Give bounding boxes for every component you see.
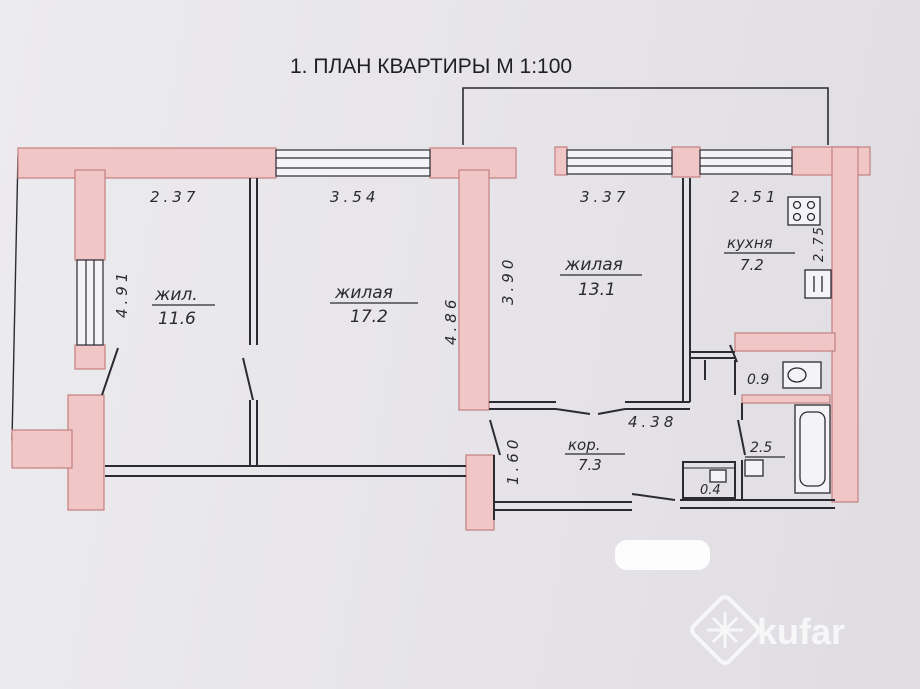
partitions xyxy=(101,178,835,520)
stove-icon xyxy=(787,196,821,226)
room-area-2: 17.2 xyxy=(350,307,388,327)
walls xyxy=(11,146,871,531)
room-name-2: жилая xyxy=(334,283,393,303)
dim-2-75: 2.75 xyxy=(812,225,827,262)
wall-left-lower xyxy=(67,394,105,511)
small-area-bath: 2.5 xyxy=(750,440,772,456)
wall-right xyxy=(831,146,859,503)
room-name-4: кухня xyxy=(727,234,773,252)
wall-left-mid xyxy=(74,344,106,370)
window-17 xyxy=(275,149,431,177)
dim-3-90: 3.90 xyxy=(499,256,517,305)
windows xyxy=(76,149,793,346)
wall-left-stub xyxy=(11,429,73,469)
wall-center xyxy=(458,169,490,411)
kufar-logo-icon xyxy=(690,595,760,665)
wall-bath-mid xyxy=(741,394,831,404)
left-frame-line xyxy=(11,154,70,441)
room-area-4: 7.2 xyxy=(740,256,764,274)
dim-4-86: 4.86 xyxy=(442,296,460,345)
window-13 xyxy=(566,149,673,175)
small-area-toilet: 0.9 xyxy=(747,372,769,388)
room-labels: жил. 11.6 жилая 17.2 жилая 13.1 кухня 7.… xyxy=(152,234,795,498)
room-area-5: 7.3 xyxy=(578,456,602,474)
bathtub-icon xyxy=(794,404,831,494)
wall-top-right-pier xyxy=(671,146,701,178)
kufar-wordmark: kufar xyxy=(757,611,845,652)
small-area-closet: 0.4 xyxy=(700,483,721,498)
dim-2-37: 2.37 xyxy=(150,188,199,206)
dimension-labels: 2.37 3.54 3.37 2.51 4.91 4.86 3.90 2.75 … xyxy=(113,188,827,485)
fixtures xyxy=(709,196,832,494)
room-name-3: жилая xyxy=(564,255,623,275)
dim-4-91: 4.91 xyxy=(113,269,131,318)
wall-top-left xyxy=(17,147,277,179)
room-area-1: 11.6 xyxy=(158,309,196,329)
room-name-5: кор. xyxy=(568,436,601,454)
wall-top-right-jamb xyxy=(554,146,568,176)
room-name-1: жил. xyxy=(154,285,198,305)
kufar-watermark: kufar xyxy=(690,595,845,665)
window-left xyxy=(76,259,104,346)
wall-center-lower xyxy=(465,454,495,531)
glare-spot xyxy=(615,540,710,570)
plan-title: 1. ПЛАН КВАРТИРЫ М 1:100 xyxy=(290,55,572,78)
wall-left-upper xyxy=(74,169,106,261)
room-area-3: 13.1 xyxy=(578,280,616,300)
closet-fixture-icon xyxy=(709,469,727,483)
dim-1-60: 1.60 xyxy=(504,436,522,485)
balcony-outline xyxy=(462,87,829,145)
washbasin-icon xyxy=(744,459,764,477)
dim-3-54: 3.54 xyxy=(330,188,379,206)
window-kitchen xyxy=(699,149,793,175)
dim-4-38: 4.38 xyxy=(628,413,677,431)
dim-3-37: 3.37 xyxy=(580,188,629,206)
toilet-icon xyxy=(782,361,822,389)
sink-icon xyxy=(804,269,832,299)
wall-bath-top xyxy=(734,332,836,352)
dim-2-51: 2.51 xyxy=(730,188,779,206)
